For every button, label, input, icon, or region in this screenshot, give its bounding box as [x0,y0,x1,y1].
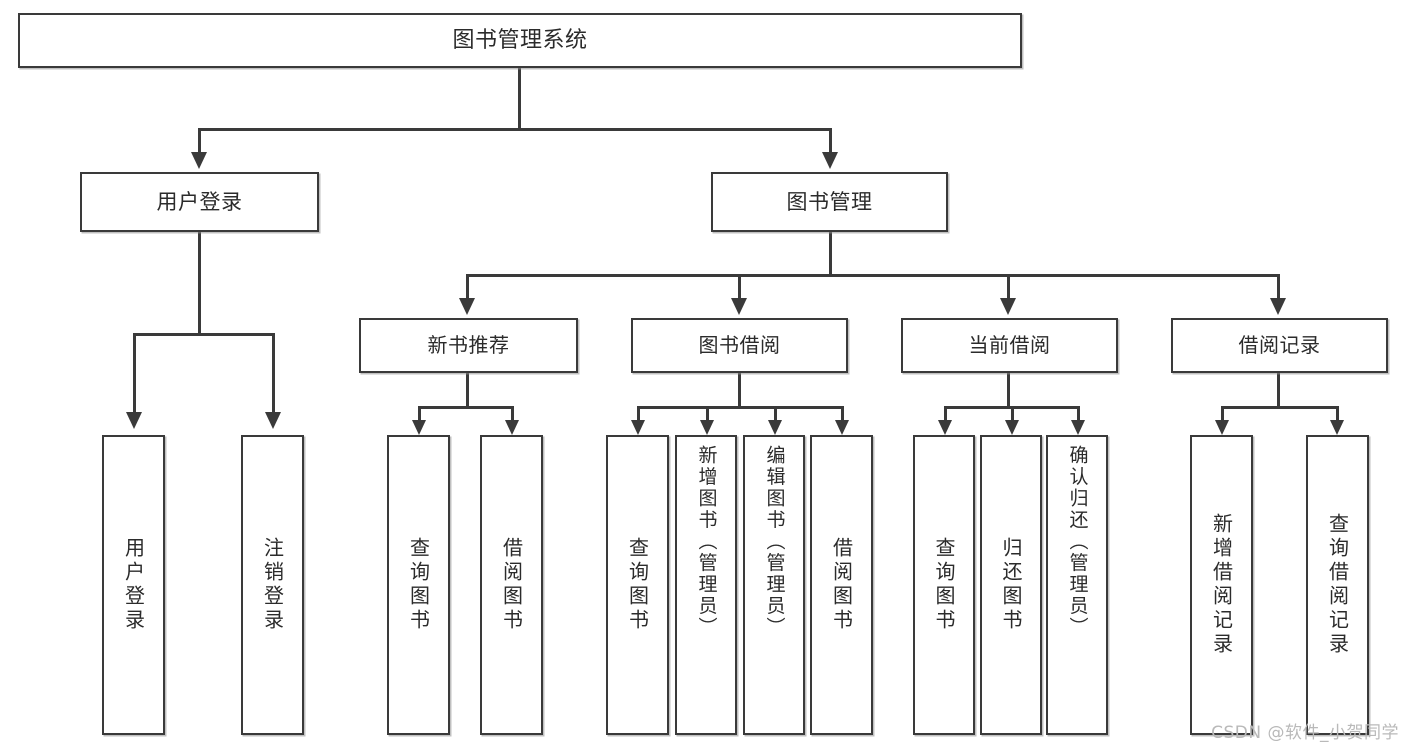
edge-root-trunk [518,68,521,130]
leaf-confirm-return-admin[interactable]: 确认归还（管理员） [1046,435,1108,735]
leaf-add-borrow-record[interactable]: 新增借阅记录 [1190,435,1253,735]
arrowhead-leaf-logout [265,412,281,429]
arrowhead-leaf-add-book [700,420,714,435]
arrowhead-leaf-edit-book [768,420,782,435]
arrowhead-leaf-return-book [1005,420,1019,435]
node-label: 新增图书（管理员） [695,445,718,639]
arrowhead-borrow-record [1270,298,1286,315]
leaf-borrow-book-1[interactable]: 借阅图书 [480,435,543,735]
node-label: 借阅图书 [499,537,524,633]
edge-book-manage-trunk [829,232,832,276]
leaf-borrow-book-2[interactable]: 借阅图书 [810,435,873,735]
arrowhead-leaf-borrow-book-2 [835,420,849,435]
edge-book-borrow-bus [637,406,844,409]
edge-to-current-borrow [1007,274,1010,302]
node-user-login[interactable]: 用户登录 [80,172,319,232]
edge-to-book-borrow [738,274,741,302]
edge-to-leaf-borrow-book-1 [511,406,514,422]
node-label: 用户登录 [156,189,243,214]
node-label: 查询图书 [406,537,431,633]
node-label: 新书推荐 [427,332,510,357]
node-borrow-record[interactable]: 借阅记录 [1171,318,1388,373]
edge-current-borrow-trunk [1007,373,1010,408]
arrowhead-leaf-user-login [126,412,142,429]
edge-to-leaf-user-login [133,333,136,415]
edge-book-borrow-trunk [738,373,741,408]
arrowhead-user-login [191,152,207,169]
node-label: 当前借阅 [968,332,1051,357]
edge-book-manage-bus [466,274,1280,277]
edge-to-new-book-rec [466,274,469,302]
arrowhead-leaf-query-book-2 [631,420,645,435]
arrowhead-leaf-query-book-1 [412,420,426,435]
edge-to-leaf-return-book [1011,406,1014,422]
arrowhead-book-borrow [731,298,747,315]
edge-to-leaf-add-book [706,406,709,422]
node-label: 借阅记录 [1238,332,1321,357]
arrowhead-current-borrow [1000,298,1016,315]
edge-root-bus [198,128,832,131]
edge-to-leaf-logout [272,333,275,415]
edge-to-leaf-edit-book [774,406,777,422]
node-label: 图书管理 [786,189,873,214]
leaf-logout[interactable]: 注销登录 [241,435,304,735]
node-label: 图书管理系统 [452,27,588,53]
arrowhead-book-manage [822,152,838,169]
edge-new-book-rec-trunk [466,373,469,408]
node-book-borrow[interactable]: 图书借阅 [631,318,848,373]
edge-to-leaf-query-book-2 [637,406,640,422]
edge-borrow-record-bus [1221,406,1339,409]
edge-to-leaf-add-record [1221,406,1224,422]
arrowhead-leaf-confirm-return [1071,420,1085,435]
leaf-query-book-1[interactable]: 查询图书 [387,435,450,735]
node-current-borrow[interactable]: 当前借阅 [901,318,1118,373]
node-label: 查询借阅记录 [1325,513,1350,657]
node-label: 确认归还（管理员） [1066,445,1089,639]
leaf-query-book-3[interactable]: 查询图书 [913,435,975,735]
edge-new-book-rec-bus [418,406,514,409]
edge-to-leaf-query-book-3 [944,406,947,422]
arrowhead-leaf-add-record [1215,420,1229,435]
node-root-system[interactable]: 图书管理系统 [18,13,1022,68]
node-label: 归还图书 [999,537,1023,633]
arrowhead-leaf-query-book-3 [938,420,952,435]
leaf-return-book[interactable]: 归还图书 [980,435,1042,735]
node-label: 查询图书 [932,537,956,633]
node-book-manage[interactable]: 图书管理 [711,172,948,232]
arrowhead-leaf-query-record [1330,420,1344,435]
edge-user-login-trunk [198,232,201,335]
edge-to-leaf-borrow-book-2 [841,406,844,422]
arrowhead-new-book-rec [459,298,475,315]
leaf-query-book-2[interactable]: 查询图书 [606,435,669,735]
node-label: 编辑图书（管理员） [763,445,786,639]
edge-to-borrow-record [1277,274,1280,302]
node-label: 注销登录 [260,537,285,633]
leaf-add-book-admin[interactable]: 新增图书（管理员） [675,435,737,735]
node-label: 借阅图书 [829,537,854,633]
edge-to-leaf-query-record [1336,406,1339,422]
leaf-user-login[interactable]: 用户登录 [102,435,165,735]
edge-root-to-book-manage [829,128,832,156]
node-new-book-recommend[interactable]: 新书推荐 [359,318,578,373]
node-label: 新增借阅记录 [1209,513,1234,657]
arrowhead-leaf-borrow-book-1 [505,420,519,435]
csdn-watermark: CSDN @软件_小贺同学 [1211,723,1399,743]
node-label: 图书借阅 [698,332,781,357]
edge-root-to-user-login [198,128,201,156]
node-label: 用户登录 [121,537,146,633]
edge-to-leaf-confirm-return [1077,406,1080,422]
node-label: 查询图书 [625,537,650,633]
leaf-query-borrow-record[interactable]: 查询借阅记录 [1306,435,1369,735]
edge-user-login-bus [133,333,275,336]
leaf-edit-book-admin[interactable]: 编辑图书（管理员） [743,435,805,735]
edge-to-leaf-query-book-1 [418,406,421,422]
edge-borrow-record-trunk [1277,373,1280,408]
